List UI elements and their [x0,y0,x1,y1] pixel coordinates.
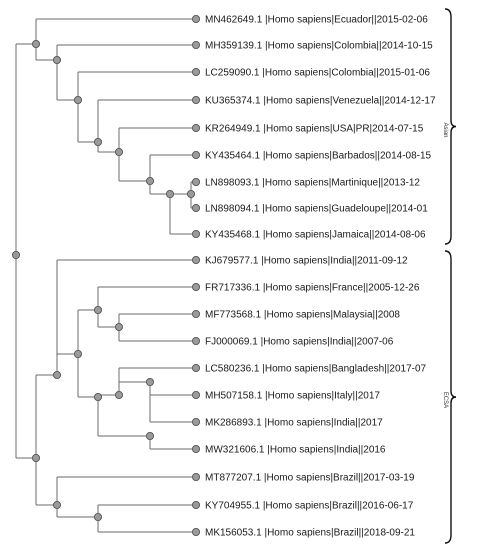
leaf-label: MH359139.1 |Homo sapiens|Colombia||2014-… [205,41,433,52]
leaf-label: FJ000069.1 |Homo sapiens|India||2007-06 [205,337,394,348]
internal-node [186,189,195,198]
leaf-node [191,444,200,453]
clade-brace-ecsa [444,250,457,544]
leaf-label: KY704955.1 |Homo sapiens|Brazil||2016-06… [205,501,414,512]
leaf-label: KY435468.1 |Homo sapiens|Jamaica||2014-0… [205,230,426,241]
leaf-label: FR717336.1 |Homo sapiens|France||2005-12… [205,283,420,294]
leaf-label: LN898094.1 |Homo sapiens|Guadeloupe||201… [205,204,428,215]
leaf-node [191,68,200,77]
leaf-label: KJ679577.1 |Homo sapiens|India||2011-09-… [205,256,408,267]
internal-node [145,176,154,185]
internal-node [94,513,103,522]
leaf-node [191,255,200,264]
leaf-label: MF773568.1 |Homo sapiens|Malaysia||2008 [205,310,400,321]
leaf-label: LC580236.1 |Homo sapiens|Bangladesh||201… [205,364,427,375]
leaf-node [191,177,200,186]
leaf-node [191,390,200,399]
internal-node [115,390,124,399]
leaf-label: KU365374.1 |Homo sapiens|Venezuela||2014… [205,96,436,107]
leaf-node [191,124,200,133]
leaf-node [191,14,200,23]
internal-node [94,305,103,314]
leaf-label: MK286893.1 |Homo sapiens|India||2017 [205,418,383,429]
internal-node [53,56,62,65]
clade-brackets: Asian ECSA [442,8,457,544]
internal-node [32,453,41,462]
internal-node [145,377,154,386]
internal-node [53,500,62,509]
clade-brace-asian [444,8,457,245]
leaf-label: MH507158.1 |Homo sapiens|Italy||2017 [205,391,380,402]
internal-node [115,322,124,331]
leaf-node [191,336,200,345]
leaf-label: LC259090.1 |Homo sapiens|Colombia||2015-… [205,68,430,79]
leaf-node [191,41,200,50]
leaf-node [191,282,200,291]
clade-label-asian: Asian [442,122,448,137]
leaf-node [191,150,200,159]
internal-node [53,370,62,379]
internal-node [74,349,83,358]
leaf-label: LN898093.1 |Homo sapiens|Martinique||201… [205,178,420,189]
leaf-node [191,96,200,105]
leaf-label: MN462649.1 |Homo sapiens|Ecuador||2015-0… [205,15,428,26]
leaf-label: MK156053.1 |Homo sapiens|Brazil||2018-09… [205,528,415,539]
leaf-node [191,500,200,509]
clade-label-ecsa: ECSA [442,392,448,408]
internal-node [11,250,20,259]
internal-node [94,392,103,401]
internal-node [165,189,174,198]
leaf-node [191,203,200,212]
leaf-label: MT877207.1 |Homo sapiens|Brazil||2017-03… [205,473,415,484]
internal-node [145,431,154,440]
leaf-label: KY435464.1 |Homo sapiens|Barbados||2014-… [205,151,432,162]
leaf-node [191,417,200,426]
leaf-label: MW321606.1 |Homo sapiens|India||2016 [205,445,386,456]
internal-node [74,96,83,105]
leaf-labels: MN462649.1 |Homo sapiens|Ecuador||2015-0… [205,15,436,539]
internal-node [94,137,103,146]
leaf-label: KR264949.1 |Homo sapiens|USA|PR|2014-07-… [205,124,424,135]
leaf-node [191,309,200,318]
tree-nodes [11,14,200,537]
tree-edges [15,18,196,533]
leaf-node [191,528,200,537]
internal-node [115,147,124,156]
leaf-node [191,363,200,372]
internal-node [32,40,41,49]
leaf-node [191,472,200,481]
leaf-node [191,229,200,238]
